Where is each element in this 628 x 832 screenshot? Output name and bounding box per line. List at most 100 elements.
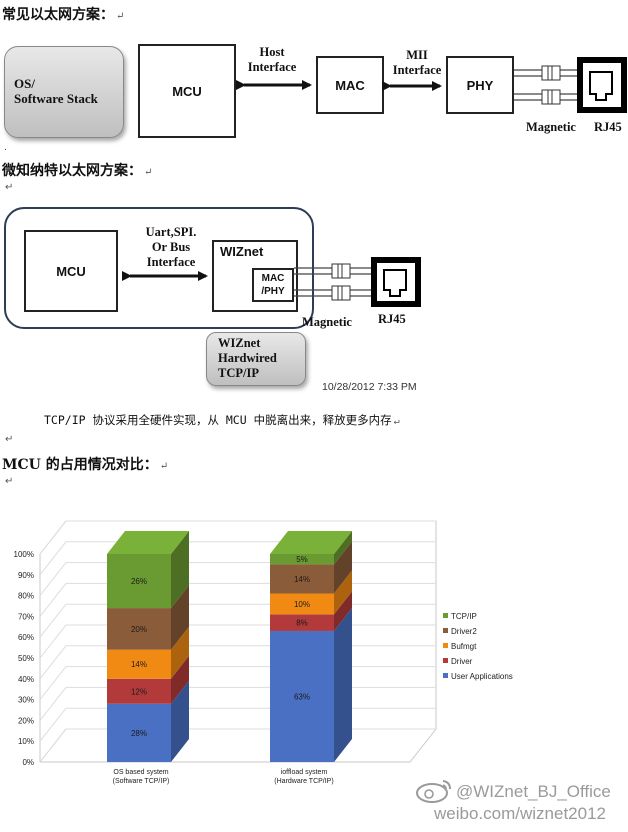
- bar-segment: [107, 608, 171, 650]
- bar-side: [334, 570, 352, 615]
- uart-label-line3: Interface: [146, 255, 196, 269]
- data-label: 28%: [131, 729, 147, 738]
- bar-side: [334, 531, 352, 565]
- host-label-line1: Host: [259, 45, 285, 59]
- mii-interface-label: MII Interface: [388, 48, 446, 78]
- legend-swatch: [443, 628, 448, 633]
- blank-para-mark: ↵: [5, 182, 14, 193]
- bar-segment: [107, 678, 171, 704]
- wiznet-chip-box: [212, 240, 298, 312]
- legend-label: Bufmgt: [451, 642, 477, 651]
- magnetic-icon-2: [331, 263, 351, 301]
- legend-label: User Applications: [451, 672, 513, 681]
- description-paragraph: TCP/IP 协议采用全硬件实现，从 MCU 中脱离出来，释放更多内存↵: [44, 412, 400, 428]
- blank-para-mark: ↵: [5, 476, 14, 487]
- data-label: 20%: [131, 625, 147, 634]
- bar-segment: [107, 554, 171, 609]
- gridline: [39, 666, 436, 700]
- y-tick-label: 40%: [18, 675, 34, 684]
- magnetic-label-2: Magnetic: [302, 315, 352, 329]
- legend-label: Driver2: [451, 627, 477, 636]
- magnetic-label-1: Magnetic: [526, 120, 576, 134]
- timestamp: 10/28/2012 7:33 PM: [322, 381, 417, 393]
- phy-box: PHY: [446, 56, 514, 114]
- hardwired-tcpip-box: [206, 332, 306, 386]
- data-label: 14%: [294, 575, 310, 584]
- gridline: [39, 645, 436, 680]
- bar-side: [334, 541, 352, 594]
- para-mark: ↵: [144, 167, 153, 178]
- gridline: [39, 541, 436, 576]
- mii-label-line1: MII: [406, 48, 428, 62]
- y-tick-label: 80%: [18, 592, 34, 601]
- diagram2-connectors: [122, 257, 421, 307]
- section3-heading: MCU 的占用情况对比：↵: [2, 454, 168, 474]
- y-tick-label: 90%: [18, 571, 34, 580]
- x-tick-label: (Software TCP/IP): [113, 778, 170, 785]
- bar-segment: [270, 614, 334, 631]
- blank-para-mark: ↵: [5, 434, 14, 445]
- x-tick-label: ioffload system: [281, 769, 328, 776]
- watermark-url: weibo.com/wiznet2012: [434, 804, 606, 823]
- mac-phy-box: MAC /PHY: [252, 268, 294, 302]
- mcu-label-2: MCU: [56, 263, 86, 279]
- bar-segment: [107, 649, 171, 679]
- macphy-label-line1: MAC: [261, 273, 285, 284]
- legend-swatch: [443, 643, 448, 648]
- section2-heading-text: 微知纳特以太网方案：: [2, 163, 142, 179]
- section1-heading: 常见以太网方案：↵: [2, 4, 124, 24]
- bar-side: [171, 531, 189, 609]
- uart-label-line2: Or Bus: [151, 240, 191, 254]
- magnetic-icon-1: [541, 65, 561, 105]
- phy-label: PHY: [466, 77, 494, 93]
- gridline: [39, 624, 436, 659]
- y-tick-label: 30%: [18, 696, 34, 705]
- hw-label-line1: WIZnet: [218, 336, 261, 350]
- section2-heading: 微知纳特以太网方案：↵: [2, 160, 152, 180]
- data-label: 14%: [131, 660, 147, 669]
- watermark-handle: @WIZnet_BJ_Office: [456, 782, 611, 801]
- rj45-label-2: RJ45: [378, 312, 406, 326]
- legend-label: Driver: [451, 657, 473, 666]
- y-tick-label: 100%: [14, 550, 34, 559]
- para-mark: ↵: [159, 461, 169, 472]
- gridline: [39, 520, 436, 555]
- macphy-label-line2: /PHY: [261, 286, 285, 297]
- data-label: 26%: [131, 577, 147, 586]
- data-label: 5%: [296, 555, 308, 564]
- data-label: 12%: [131, 687, 147, 696]
- os-label-line2: Software Stack: [14, 91, 98, 106]
- host-label-line2: Interface: [247, 60, 297, 74]
- data-label: 8%: [296, 619, 308, 628]
- mcu-usage-chart: 0%10%20%30%40%50%60%70%80%90%100%28%12%1…: [14, 520, 513, 785]
- bar-top: [107, 531, 189, 554]
- uart-label-line1: Uart,SPI.: [145, 225, 197, 239]
- legend-label: TCP/IP: [451, 612, 477, 621]
- rj45-icon-2: [371, 257, 421, 307]
- wiznet-label: WIZnet: [220, 244, 264, 259]
- bar-segment: [107, 703, 171, 762]
- rj45-label-1: RJ45: [594, 120, 622, 134]
- legend-swatch: [443, 658, 448, 663]
- mac-label: MAC: [335, 77, 365, 93]
- mcu-label: MCU: [172, 83, 202, 99]
- bar-side: [334, 591, 352, 631]
- hardwired-tcpip-label: WIZnet Hardwired TCP/IP: [218, 336, 277, 381]
- legend-swatch: [443, 613, 448, 618]
- weibo-logo-icon: [412, 776, 456, 808]
- mii-label-line2: Interface: [392, 63, 442, 77]
- bar-side: [171, 585, 189, 650]
- gridline: [39, 603, 436, 638]
- gridline: [39, 686, 436, 721]
- bar-side: [171, 655, 189, 704]
- section3-heading-text: MCU 的占用情况对比：: [2, 457, 158, 473]
- x-tick-label: (Hardware TCP/IP): [274, 778, 333, 785]
- bar-top: [270, 531, 352, 554]
- y-tick-label: 60%: [18, 633, 34, 642]
- bar-segment: [270, 630, 334, 762]
- rj45-icon-1: [577, 57, 627, 113]
- bar-side: [171, 680, 189, 762]
- gridline: [39, 582, 436, 617]
- y-tick-label: 70%: [18, 612, 34, 621]
- host-interface-label: Host Interface: [244, 45, 300, 75]
